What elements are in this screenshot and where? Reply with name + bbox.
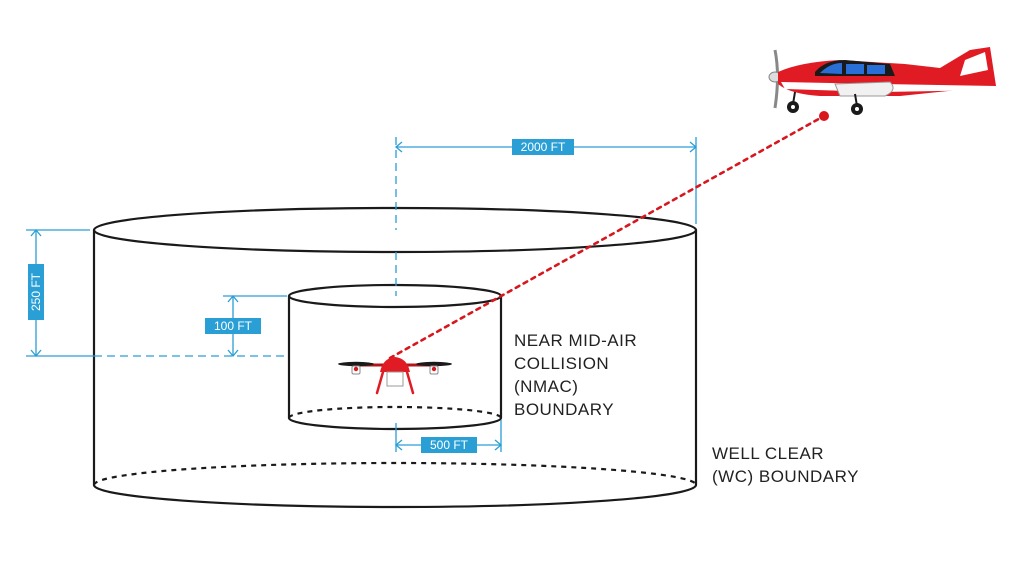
nmac-bottom-back	[287, 405, 503, 419]
intruder-path-end	[819, 111, 829, 121]
wc-radius-arrow-left	[394, 141, 403, 153]
wc-radius-label: 2000 FT	[520, 140, 566, 154]
wc-top-ellipse	[92, 206, 698, 254]
wc-bottom-front	[92, 484, 698, 509]
nmac-radius-badge: 500 FT	[421, 437, 477, 453]
nmac-label-line-4: BOUNDARY	[514, 400, 615, 419]
wc-height-label: 250 FT	[29, 272, 43, 312]
wc-radius-badge: 2000 FT	[512, 139, 574, 155]
wc-cylinder	[92, 206, 698, 509]
nmac-height-label: 100 FT	[213, 319, 252, 333]
intruder-path	[388, 114, 826, 360]
nmac-boundary-label: NEAR MID-AIR COLLISION (NMAC) BOUNDARY	[514, 329, 637, 421]
drone-icon	[338, 357, 452, 395]
wc-label-line-2: (WC) BOUNDARY	[712, 467, 859, 486]
nmac-label-line-1: NEAR MID-AIR	[514, 331, 638, 350]
airplane-icon	[768, 47, 996, 115]
nmac-height-arrow-bottom	[227, 349, 239, 358]
wc-bottom-back	[92, 461, 698, 486]
nmac-radius-label: 500 FT	[429, 438, 468, 452]
wc-height-badge: 250 FT	[28, 264, 44, 320]
nmac-label-line-2: COLLISION	[514, 354, 610, 373]
nmac-height-badge: 100 FT	[205, 318, 261, 334]
nmac-label-line-3: (NMAC)	[514, 377, 579, 396]
wc-boundary-label: WELL CLEAR (WC) BOUNDARY	[712, 442, 859, 488]
nmac-top-ellipse	[287, 283, 503, 309]
nmac-bottom-front	[287, 417, 503, 431]
wc-label-line-1: WELL CLEAR	[712, 444, 825, 463]
